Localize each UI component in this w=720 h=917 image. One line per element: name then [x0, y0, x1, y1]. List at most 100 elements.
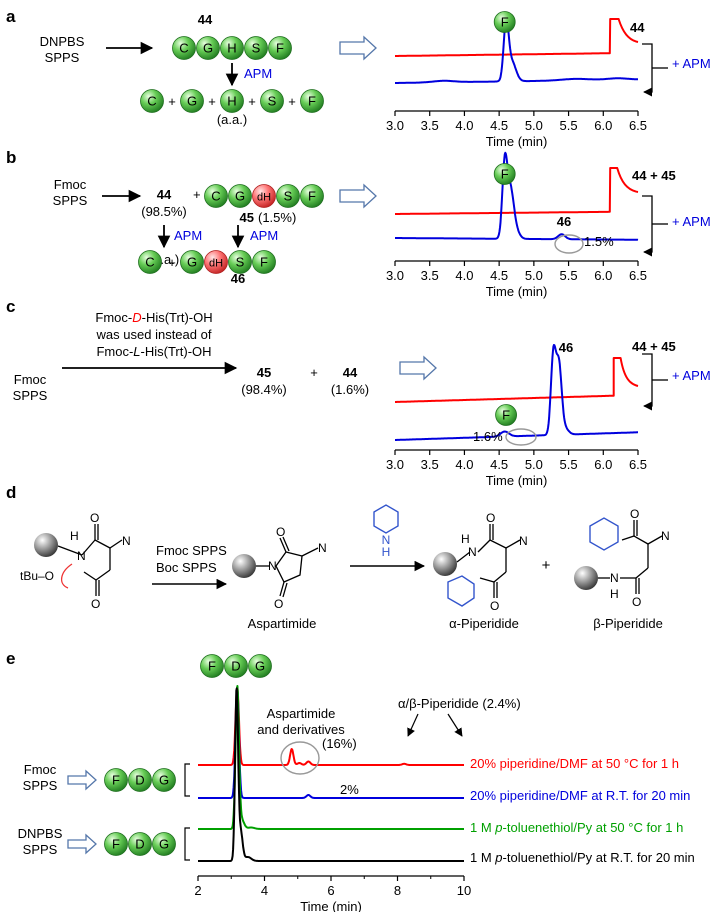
panel-d-alpha-piperidine-ring — [447, 575, 475, 607]
panel-c-note-line3: Fmoc-L-His(Trt)-OH — [96, 344, 211, 359]
panel-d-alpha-o2: O — [490, 599, 499, 613]
panel-b-bead-4: F — [300, 184, 324, 208]
panel-b-bead-3-circle — [276, 184, 300, 208]
chromE-trace-3 — [197, 687, 465, 862]
panel-b-frag-4: F — [252, 250, 276, 274]
panel-b-result-arrow — [339, 183, 377, 209]
panel-e-method-2-bracket — [184, 827, 190, 861]
panel-d-resin-bead-3 — [433, 552, 457, 576]
panel-d-piperidine-reagent: N H — [373, 504, 399, 559]
chromE-tick-label-1: 4 — [261, 883, 268, 898]
chromA-tick-label-0: 3.0 — [386, 118, 404, 133]
panel-a-bead-1-circle — [196, 36, 220, 60]
panel-b-frag-2-label: dH — [209, 258, 223, 270]
chromB-trace-1 — [394, 151, 639, 241]
chromA-x-label: Time (min) — [486, 134, 548, 149]
chromA-tick-label-5: 5.5 — [560, 118, 578, 133]
chromB-x-label: Time (min) — [486, 284, 548, 299]
svg-text:H: H — [382, 545, 391, 559]
chromB-peak-bead-0-label: F — [501, 167, 509, 182]
panel-e-m1-bead-0-circle — [104, 768, 128, 792]
panel-b-frag-3-circle — [228, 250, 252, 274]
panel-d-alpha-n: N — [468, 545, 477, 559]
panel-d-resin-bead-2 — [232, 554, 256, 578]
panel-d-asp-o2: O — [274, 597, 283, 611]
panel-a-frag-4-circle — [300, 89, 324, 113]
panel-d-alpha-h: H — [461, 532, 470, 546]
panel-c-result-arrow — [399, 355, 437, 381]
panel-c-peak-circle — [505, 428, 537, 446]
panel-a-frag-plus-2: + — [248, 94, 256, 109]
panel-b-peak2-circle — [554, 234, 584, 254]
panel-a-frag-3-circle — [260, 89, 284, 113]
panel-c-product2: 44 — [343, 365, 358, 380]
panel-d-alpha-nh: N — [519, 534, 528, 548]
panel-b-frag-2-circle — [204, 250, 228, 274]
panel-a-bead-4: F — [268, 36, 292, 60]
panel-a-bead-4-circle — [268, 36, 292, 60]
panel-c-note-line1: Fmoc-D-His(Trt)-OH — [95, 310, 212, 325]
chromC-tick-label-7: 6.5 — [629, 457, 647, 472]
panel-b-method-line1: Fmoc — [54, 177, 87, 192]
chromE-trace-1 — [197, 686, 465, 799]
panel-e-annot-asp-line1: Aspartimide — [267, 706, 336, 721]
panel-b-bead-1-label: G — [235, 189, 245, 204]
panel-b-product1: 44 — [157, 187, 172, 202]
panel-e-m2-bead-0-label: F — [112, 837, 120, 852]
chromC-tick-label-6: 6.0 — [594, 457, 612, 472]
panel-b-frag-1-label: G — [187, 255, 197, 270]
panel-b-frag-id: 46 — [231, 271, 245, 286]
panel-d-n: N — [77, 549, 86, 563]
panel-a-bead-4-label: F — [276, 41, 284, 56]
panel-b-peak2-label: 46 — [557, 214, 571, 229]
panel-d-alpha-label: α-Piperidide — [449, 616, 519, 631]
panel-b-method-line2: SPPS — [53, 193, 88, 208]
panel-a-frag-0-circle — [140, 89, 164, 113]
panel-e-m1-bead-2: G — [152, 768, 176, 792]
panel-b-bead-4-label: F — [308, 189, 316, 204]
panel-d-beta-n: N — [610, 571, 619, 585]
panel-d-asp-nh: N — [318, 541, 327, 555]
panel-e-annot-pip: α/β-Piperidide (2.4%) — [398, 696, 521, 711]
panel-d-plus: + — [542, 557, 551, 574]
panel-e-peak-bead-0-circle — [200, 654, 224, 678]
chromB-tick-label-4: 5.0 — [525, 268, 543, 283]
chromB-tick-label-2: 4.0 — [455, 268, 473, 283]
panel-e-annot-asp-line2: and derivatives — [257, 722, 345, 737]
panel-a-frag-plus-0: + — [168, 94, 176, 109]
panel-a-bead-3-circle — [244, 36, 268, 60]
panel-c-peak-pct: 1.6% — [473, 429, 503, 444]
panel-d-asp-o1: O — [276, 525, 285, 539]
panel-b-bead-3: S — [276, 184, 300, 208]
panel-e-m2-bead-0: F — [104, 832, 128, 856]
chromC-tick-label-1: 3.5 — [421, 457, 439, 472]
chromB-tick-label-3: 4.5 — [490, 268, 508, 283]
chromA-peak-bead-0: F — [493, 11, 516, 33]
panel-d-alpha-o1: O — [486, 511, 495, 525]
panel-b-trace-label: 44 + 45 — [632, 168, 676, 183]
panel-c-peak-top-label: 46 — [559, 340, 573, 355]
panel-a-frag-3: S — [260, 89, 284, 113]
chromA-peak-bead-0-label: F — [501, 15, 509, 30]
panel-d-aspartimide-structure — [256, 536, 319, 598]
panel-e-peak-bead-2: G — [248, 654, 272, 678]
panel-e-m1-bead-2-label: G — [159, 773, 169, 788]
panel-e-peak-bead-1-circle — [224, 654, 248, 678]
panel-a-result-arrow — [339, 35, 377, 61]
panel-d-beta-nh: N — [661, 529, 670, 543]
chromE-tick-label-4: 10 — [457, 883, 471, 898]
panel-a-reagent: APM — [244, 66, 272, 81]
panel-a-frag-plus-3: + — [288, 94, 296, 109]
panel-a-bead-3: S — [244, 36, 268, 60]
panel-b-frag-c-label: C — [145, 255, 154, 270]
chromA-trace-0 — [394, 18, 639, 57]
chromE-trace-2 — [197, 685, 465, 830]
panel-e-annot-asp-circle — [280, 741, 320, 775]
panel-e-m1-bead-1: D — [128, 768, 152, 792]
panel-d-condition-1: Fmoc SPPS — [156, 543, 227, 558]
panel-e-method-1-line1: Fmoc — [24, 762, 57, 777]
